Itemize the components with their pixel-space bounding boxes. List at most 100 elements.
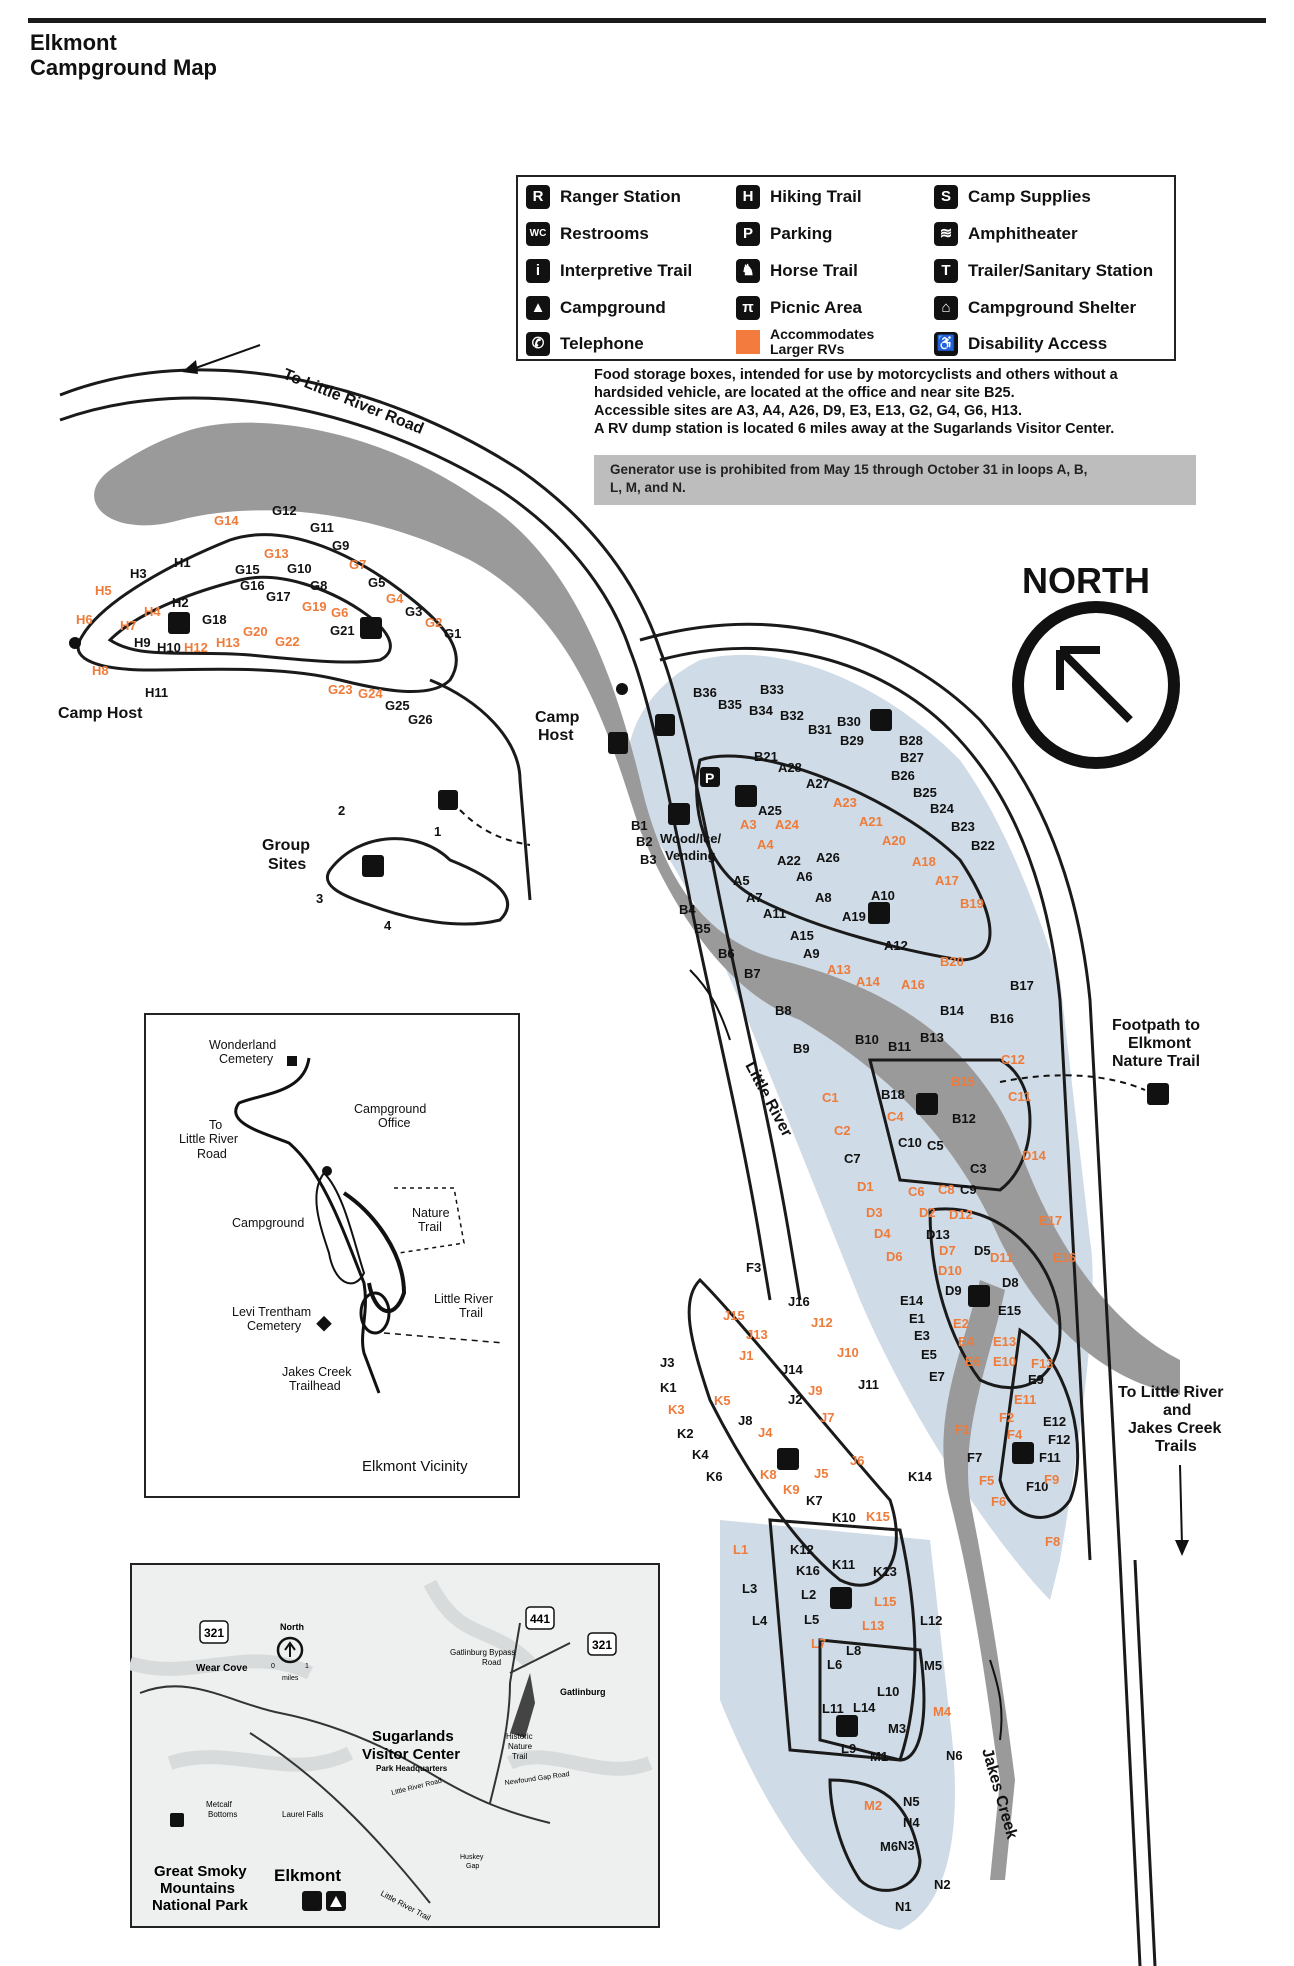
jakes-creek-water bbox=[943, 1280, 1015, 1880]
site-label: A15 bbox=[790, 928, 814, 943]
site-label: B33 bbox=[760, 682, 784, 697]
legend-label: Campground bbox=[560, 298, 666, 317]
elkmont-road-line bbox=[249, 1732, 431, 1904]
site-label: G19 bbox=[302, 599, 327, 614]
site-label: J2 bbox=[788, 1392, 802, 1407]
site-label: J16 bbox=[788, 1294, 810, 1309]
amphitheater-icon bbox=[438, 790, 458, 810]
site-label: B9 bbox=[793, 1041, 810, 1056]
legend-label: Restrooms bbox=[560, 224, 649, 243]
site-label: B26 bbox=[891, 768, 915, 783]
inset-label: Trail bbox=[418, 1220, 442, 1234]
picnic-area-icon: π bbox=[736, 296, 760, 320]
inset-little-river-trail bbox=[383, 1332, 505, 1344]
restrooms-icon bbox=[1012, 1442, 1034, 1464]
site-label: F10 bbox=[1026, 1479, 1048, 1494]
site-label: G3 bbox=[405, 604, 422, 619]
road-label-little-river-road: To Little River Road bbox=[281, 366, 426, 438]
site-labels-black: G12 G11 G9 G10 G8 G15 G16 G17 G5 G3 G1 G… bbox=[130, 503, 1070, 1914]
site-label: H13 bbox=[216, 635, 240, 650]
us-route-shield bbox=[525, 1606, 555, 1630]
site-label: G1 bbox=[444, 626, 461, 641]
site-label: G21 bbox=[330, 623, 355, 638]
inset-label: Campground bbox=[232, 1216, 304, 1230]
site-label: C9 bbox=[960, 1182, 977, 1197]
site-label: B7 bbox=[744, 966, 761, 981]
site-label: F6 bbox=[991, 1494, 1006, 1509]
region-label: 0 bbox=[271, 1663, 275, 1670]
site-label: K7 bbox=[806, 1493, 823, 1508]
site-label: D2 bbox=[919, 1205, 936, 1220]
restrooms-icon bbox=[168, 612, 190, 634]
site-label: L14 bbox=[853, 1700, 876, 1715]
banner-line: Generator use is prohibited from May 15 … bbox=[610, 462, 1088, 477]
site-label: J8 bbox=[738, 1413, 752, 1428]
site-label: H2 bbox=[172, 595, 189, 610]
inset-label: Office bbox=[378, 1116, 410, 1130]
little-river-water bbox=[94, 422, 1180, 1395]
site-label: J15 bbox=[723, 1308, 745, 1323]
region-label: Great Smoky bbox=[154, 1863, 247, 1880]
site-label: G8 bbox=[310, 578, 327, 593]
camp-host-center-label-1: Camp bbox=[535, 709, 580, 726]
loop-g-h-road bbox=[76, 533, 458, 693]
region-label: Road bbox=[482, 1658, 501, 1667]
site-label: E2 bbox=[953, 1316, 969, 1331]
legend-amphitheater: ≋Amphitheater bbox=[934, 222, 1078, 246]
site-label: G16 bbox=[240, 578, 265, 593]
site-label: C11 bbox=[1008, 1089, 1031, 1104]
inset-label: Trail bbox=[459, 1306, 483, 1320]
note-line: hardsided vehicle, are located at the of… bbox=[594, 385, 1015, 401]
site-label: B14 bbox=[940, 1003, 965, 1018]
site-label: H8 bbox=[92, 663, 109, 678]
site-label: B1 bbox=[631, 818, 648, 833]
restrooms-icon bbox=[968, 1285, 990, 1307]
region-label: Park Headquarters bbox=[376, 1764, 448, 1773]
restrooms-icon bbox=[777, 1448, 799, 1470]
site-label: G14 bbox=[214, 513, 239, 528]
site-label: A17 bbox=[935, 873, 959, 888]
site-label: J9 bbox=[808, 1383, 822, 1398]
site-label: G22 bbox=[275, 634, 300, 649]
inset-label: Cemetery bbox=[219, 1052, 274, 1066]
site-label: G18 bbox=[202, 612, 227, 627]
elkmont-vicinity-inset: Wonderland Cemetery To Little River Road… bbox=[144, 1013, 520, 1498]
inset-label: Little River bbox=[179, 1132, 238, 1146]
loop-g-h-inner bbox=[107, 575, 392, 664]
inset-label: Nature bbox=[412, 1206, 450, 1220]
region-label: Trail bbox=[512, 1752, 527, 1761]
region-label: Sugarlands bbox=[372, 1728, 454, 1745]
inset-label: Trailhead bbox=[289, 1379, 341, 1393]
site-label: D12 bbox=[949, 1207, 973, 1222]
site-label: F9 bbox=[1044, 1472, 1059, 1487]
footpath-dashed bbox=[999, 1074, 1146, 1091]
legend-larger-rvs: Accommodates Larger RVs bbox=[736, 327, 916, 357]
site-label: D10 bbox=[938, 1263, 962, 1278]
site-label: L15 bbox=[874, 1594, 896, 1609]
site-label: F12 bbox=[1048, 1432, 1070, 1447]
site-label: B15 bbox=[951, 1074, 975, 1089]
note-line: Food storage boxes, intended for use by … bbox=[594, 367, 1118, 383]
site-label: A20 bbox=[882, 833, 906, 848]
site-label: G23 bbox=[328, 682, 353, 697]
inset-label: Jakes Creek bbox=[282, 1365, 352, 1379]
site-label: E16 bbox=[1053, 1250, 1076, 1265]
trailer-sanitary-icon: T bbox=[934, 259, 958, 283]
site-label: E1 bbox=[909, 1311, 925, 1326]
site-label: C7 bbox=[844, 1151, 861, 1166]
site-label: M6 bbox=[880, 1839, 898, 1854]
east-road-inner bbox=[659, 646, 1092, 1561]
parking-icon bbox=[700, 767, 720, 787]
parking-glyph: P bbox=[705, 770, 714, 786]
site-label: K15 bbox=[866, 1509, 890, 1524]
region-label: 1 bbox=[305, 1663, 309, 1670]
site-label: A11 bbox=[763, 906, 786, 921]
map-notes: Food storage boxes, intended for use by … bbox=[594, 366, 1194, 438]
site-label: G13 bbox=[264, 546, 289, 561]
site-label: G26 bbox=[408, 712, 433, 727]
inset-campground-loop bbox=[315, 1171, 366, 1285]
group-site-2: 2 bbox=[338, 803, 345, 818]
site-label: B17 bbox=[1010, 978, 1034, 993]
